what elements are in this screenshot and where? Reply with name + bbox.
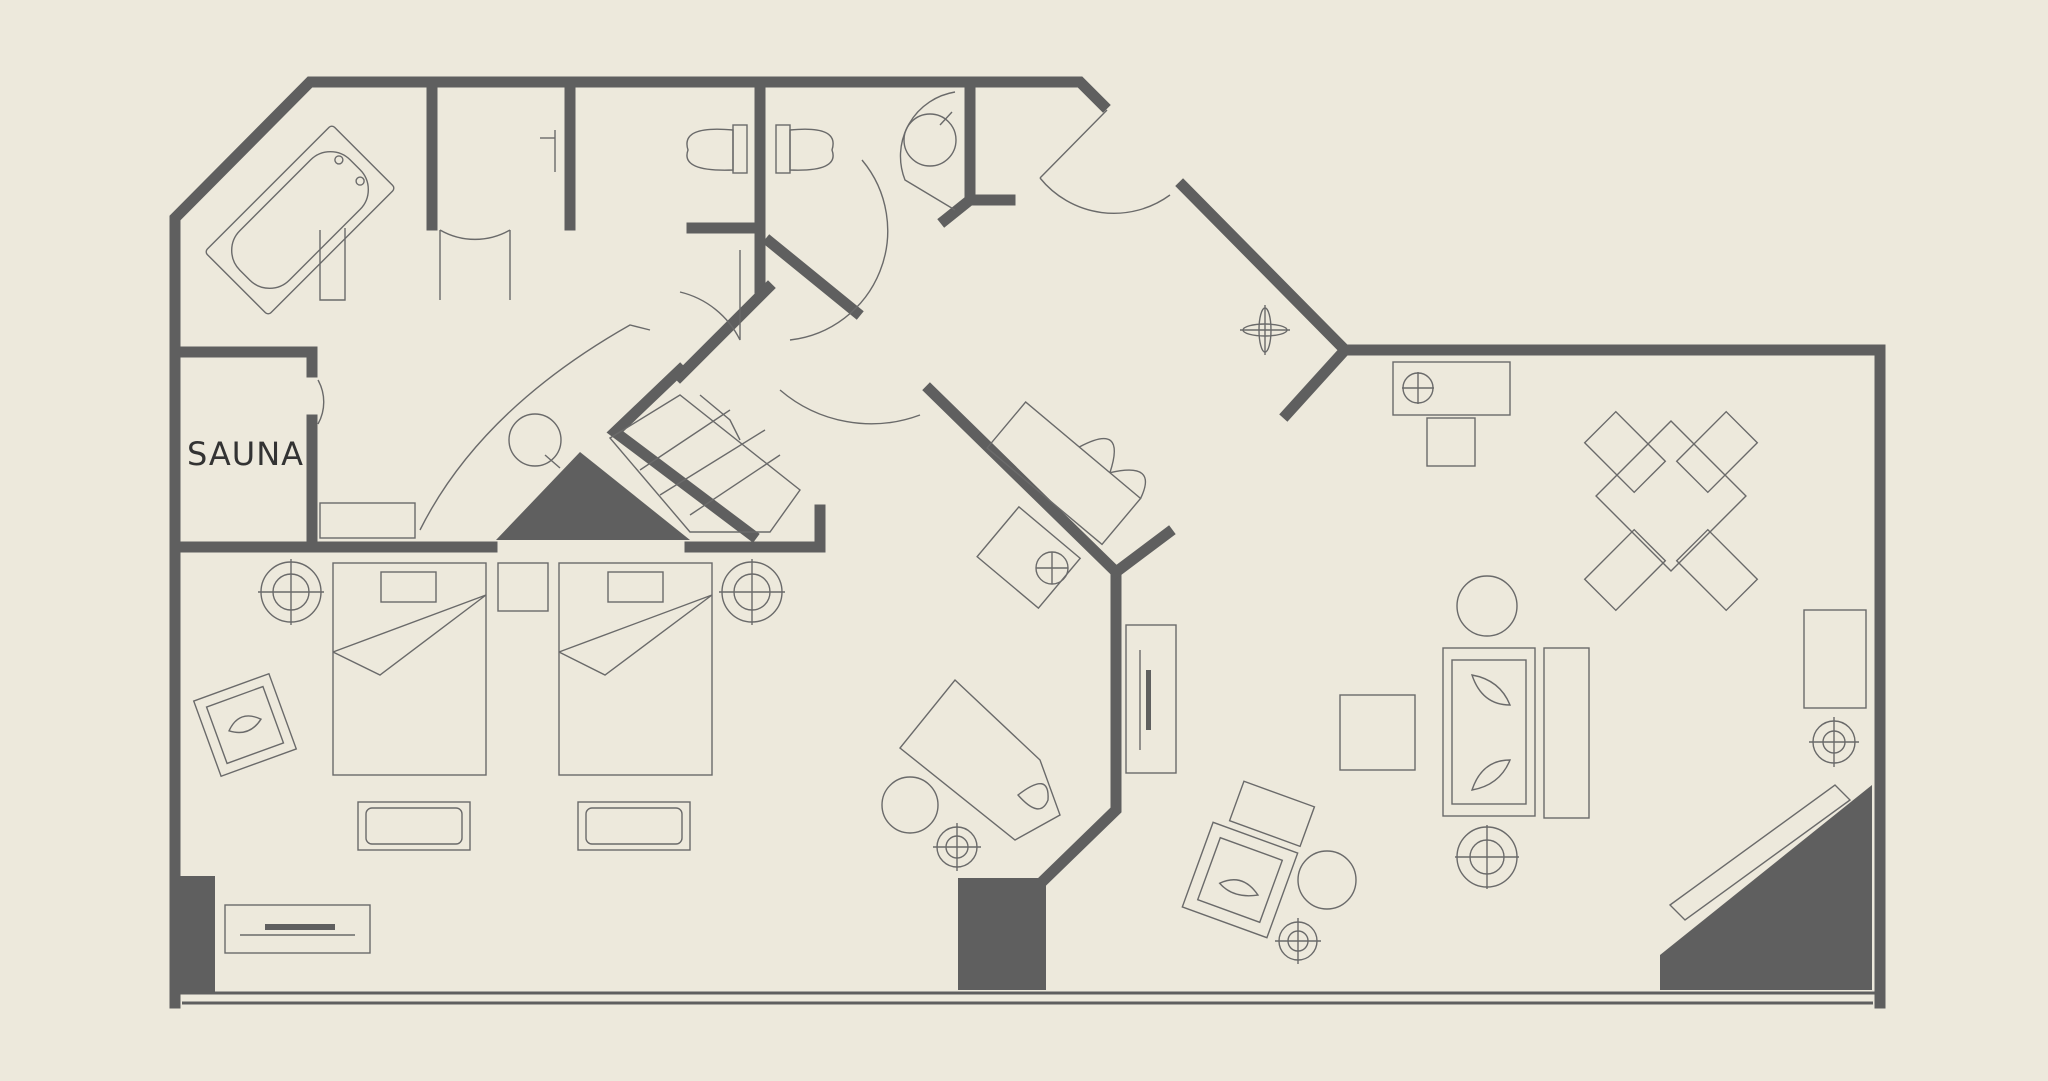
wall-bath-diagonal	[672, 280, 776, 384]
wall-entry-stub	[1279, 342, 1353, 422]
bathtub	[205, 125, 395, 315]
bed-left	[332, 562, 487, 776]
column-triangle-center	[496, 452, 690, 540]
nightstand-center	[497, 562, 549, 612]
tv-console-bedroom	[224, 904, 371, 954]
armchair-living	[1181, 821, 1299, 939]
door-sauna	[317, 379, 325, 425]
sauna-bench	[319, 502, 416, 539]
wall-sauna-top	[169, 346, 318, 378]
wall-closet-diagonal	[606, 362, 760, 543]
sofa	[1442, 647, 1536, 817]
shower-seat	[319, 228, 346, 301]
door-bath-main	[789, 159, 889, 341]
lamp-right	[1809, 717, 1859, 767]
side-table-living	[1297, 850, 1357, 910]
lamp-sofa	[1455, 825, 1519, 889]
wall-corridor-stub	[1108, 525, 1176, 580]
toilet-left	[686, 124, 748, 174]
entry-console	[1392, 361, 1511, 467]
round-ottoman	[1456, 575, 1518, 637]
living-furniture	[1181, 361, 1867, 964]
column-bottom-right	[1660, 785, 1872, 990]
column-bottom-left	[178, 876, 215, 992]
door-shower	[439, 229, 511, 300]
hall-furniture	[976, 305, 1290, 774]
door-entry	[1039, 109, 1171, 214]
cross-fixture	[1240, 305, 1290, 355]
wall-powder-bottom	[937, 194, 1016, 228]
exterior-walls	[169, 76, 1886, 1009]
door-wc	[679, 250, 741, 341]
window-console	[1668, 784, 1852, 921]
armchair-bedroom	[192, 672, 298, 778]
powder-sink	[899, 91, 957, 211]
desk-bedroom	[881, 678, 1061, 841]
door-hall	[779, 389, 921, 425]
ottoman-living	[1228, 780, 1316, 848]
wall-corridor-living	[922, 382, 1122, 886]
cabinet-right	[1803, 609, 1867, 709]
bedroom-furniture	[192, 559, 1061, 954]
doors	[317, 109, 1171, 425]
wall-north-west	[169, 76, 1111, 1009]
lamp-armchair	[1275, 918, 1321, 964]
interior-walls	[169, 76, 1176, 886]
study-desk	[986, 401, 1146, 546]
lamp-bed-right	[719, 559, 785, 625]
walk-in-closet	[608, 394, 801, 533]
room-label-sauna: SAUNA	[187, 435, 304, 473]
column-bottom-middle	[958, 878, 1046, 990]
sofa-back-table	[1543, 647, 1590, 819]
coffee-table	[1339, 694, 1416, 771]
bed-right	[558, 562, 713, 776]
bench-left	[357, 801, 471, 851]
bathroom-fixtures	[205, 91, 957, 539]
bench-right	[577, 801, 691, 851]
tv-stand-living	[1125, 624, 1177, 774]
wall-diagonal-hall	[762, 234, 864, 320]
side-table-hall	[976, 505, 1082, 610]
wall-north-east	[1175, 178, 1886, 1009]
toilet-right	[775, 124, 834, 174]
dining-set	[1583, 410, 1759, 612]
lamp-hall	[1035, 551, 1069, 585]
vanity-sink	[419, 324, 651, 531]
wall-bedroom-top-right	[684, 504, 826, 553]
structural-columns	[178, 452, 1872, 992]
lamp-desk	[933, 823, 981, 871]
lamp-bed-left	[258, 559, 324, 625]
